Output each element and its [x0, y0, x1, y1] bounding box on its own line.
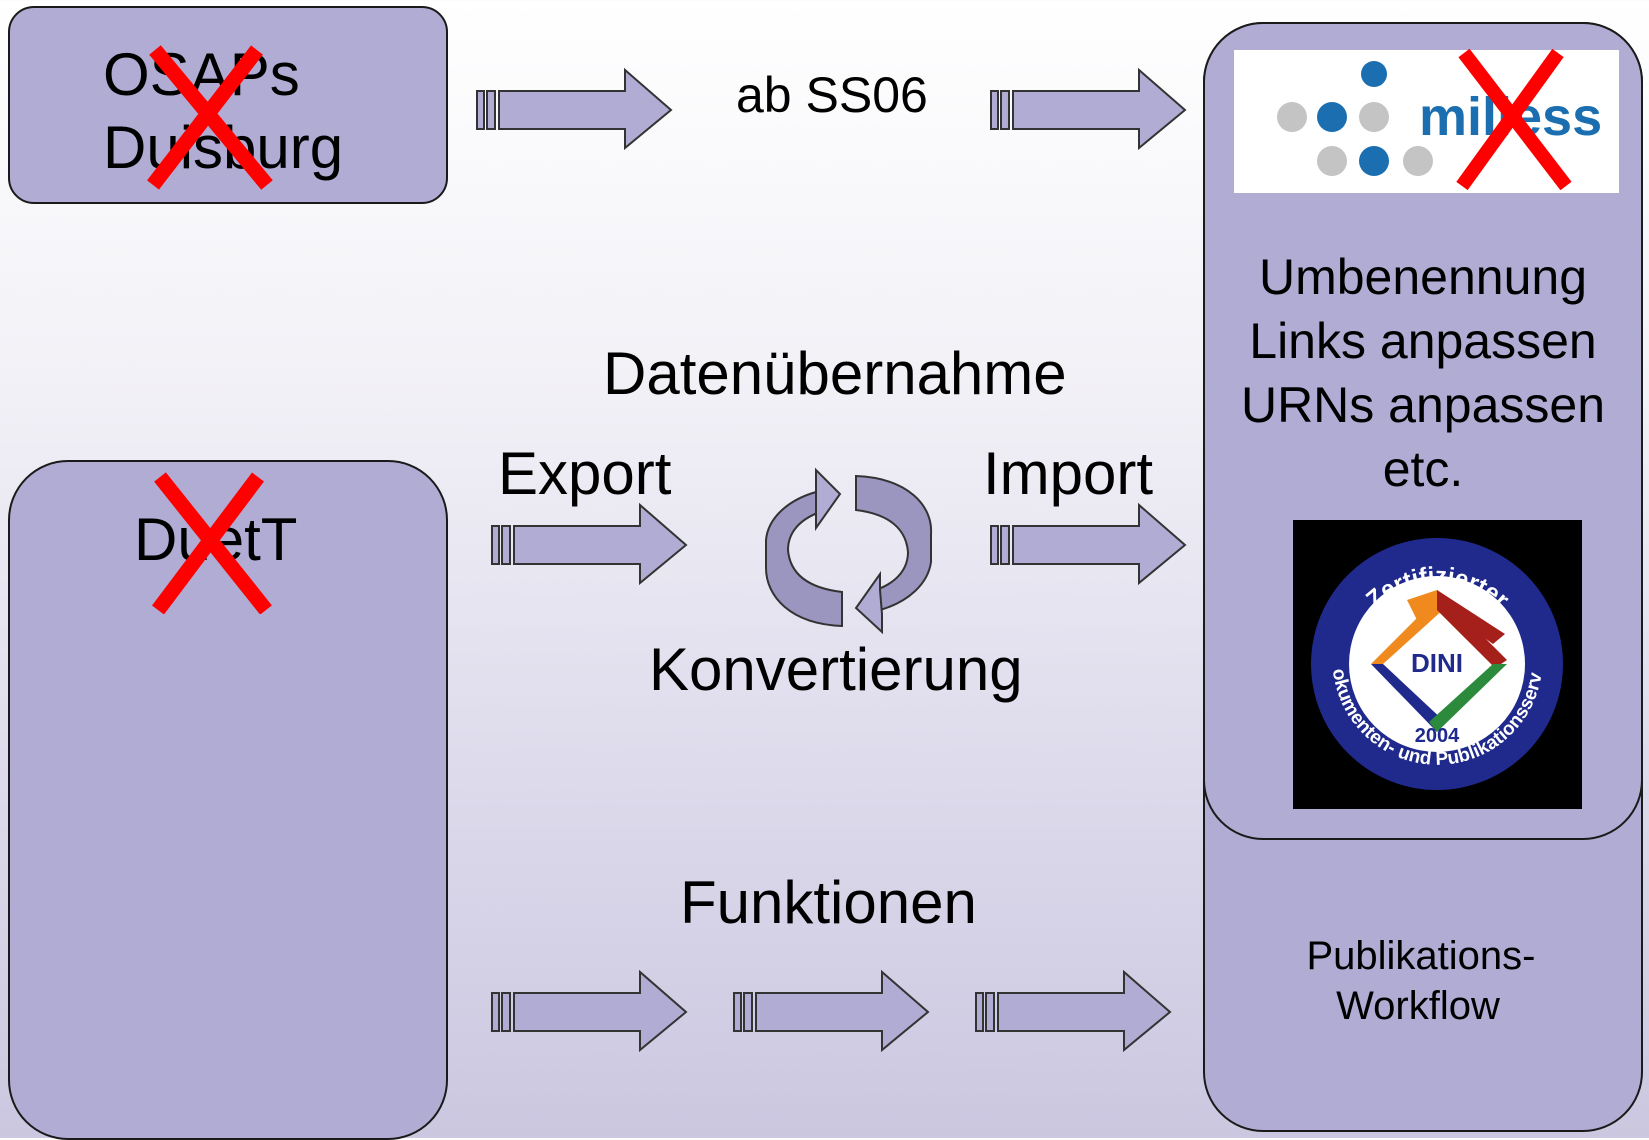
arrow-right-icon [990, 502, 1187, 585]
konvertierung-label: Konvertierung [649, 636, 1023, 703]
ab-ss06-label: ab SS06 [736, 67, 928, 123]
dini-certificate-seal-icon: Zertifizierter Dokumenten- und Publikati… [1286, 504, 1563, 790]
svg-text:2004: 2004 [1415, 725, 1460, 747]
arrow-right-icon [975, 969, 1172, 1052]
task-umbenennung: Umbenennung [1258, 249, 1588, 305]
workflow-label-line1: Publikations- [1306, 934, 1536, 978]
arrow-right-icon [476, 67, 673, 150]
task-etc: etc. [1382, 441, 1464, 497]
svg-text:DINI: DINI [1411, 648, 1463, 678]
cross-out-icon [152, 472, 272, 614]
task-links-anpassen: Links anpassen [1249, 313, 1597, 369]
arrow-right-icon [733, 969, 930, 1052]
export-label: Export [498, 440, 672, 507]
funktionen-heading: Funktionen [680, 869, 977, 936]
arrow-right-icon [491, 502, 688, 585]
dini-certificate-badge: Zertifizierter Dokumenten- und Publikati… [1286, 504, 1582, 809]
workflow-label-line2: Workflow [1336, 984, 1500, 1028]
cross-out-icon [1456, 48, 1572, 190]
conversion-cycle-icon [765, 467, 933, 635]
cross-out-icon [147, 45, 273, 190]
osaps-duisburg-box [8, 6, 448, 204]
datenuebernahme-heading: Datenübernahme [603, 340, 1067, 407]
arrow-right-icon [990, 67, 1187, 150]
task-urns-anpassen: URNs anpassen [1240, 377, 1606, 433]
import-label: Import [983, 440, 1154, 507]
arrow-right-icon [491, 969, 688, 1052]
